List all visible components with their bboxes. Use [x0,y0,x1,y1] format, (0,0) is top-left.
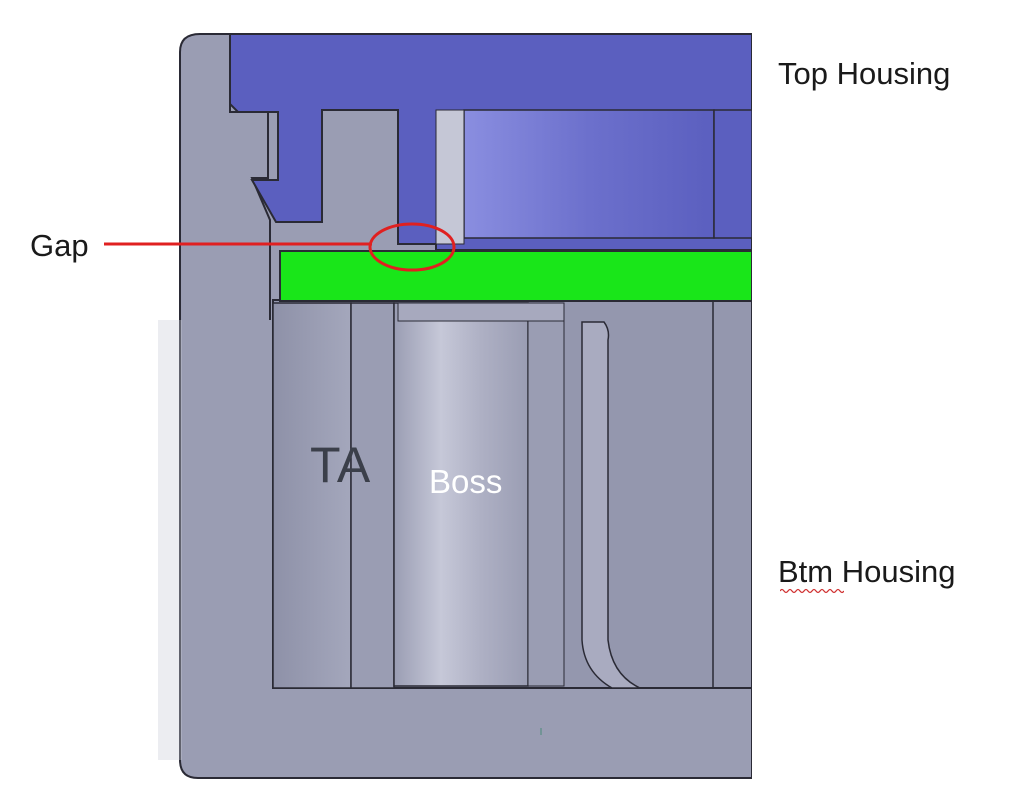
curved-rib [581,321,641,689]
ta-label: TA [310,437,371,493]
btm-housing-label: Btm Housing [778,554,956,589]
ta-rib-inner [350,302,395,689]
bottom-housing-wall-highlight [158,320,182,760]
gap-label: Gap [30,228,89,263]
top-housing-pocket-right [713,109,753,239]
spellcheck-squiggle-icon [780,588,844,594]
gap-marker-ellipse [368,222,456,272]
crop-edge [752,0,1024,801]
top-housing-gap-column [435,109,465,245]
boss-right-wall [527,320,565,687]
bottom-housing-ledge [229,34,271,320]
top-housing-label: Top Housing [778,56,951,91]
boss-cylinder [393,302,529,687]
boss-top-cap [397,302,565,322]
boss-label: Boss [429,463,503,500]
top-housing-pocket [463,109,715,239]
ta-rib [272,302,352,689]
green-component [279,250,753,302]
